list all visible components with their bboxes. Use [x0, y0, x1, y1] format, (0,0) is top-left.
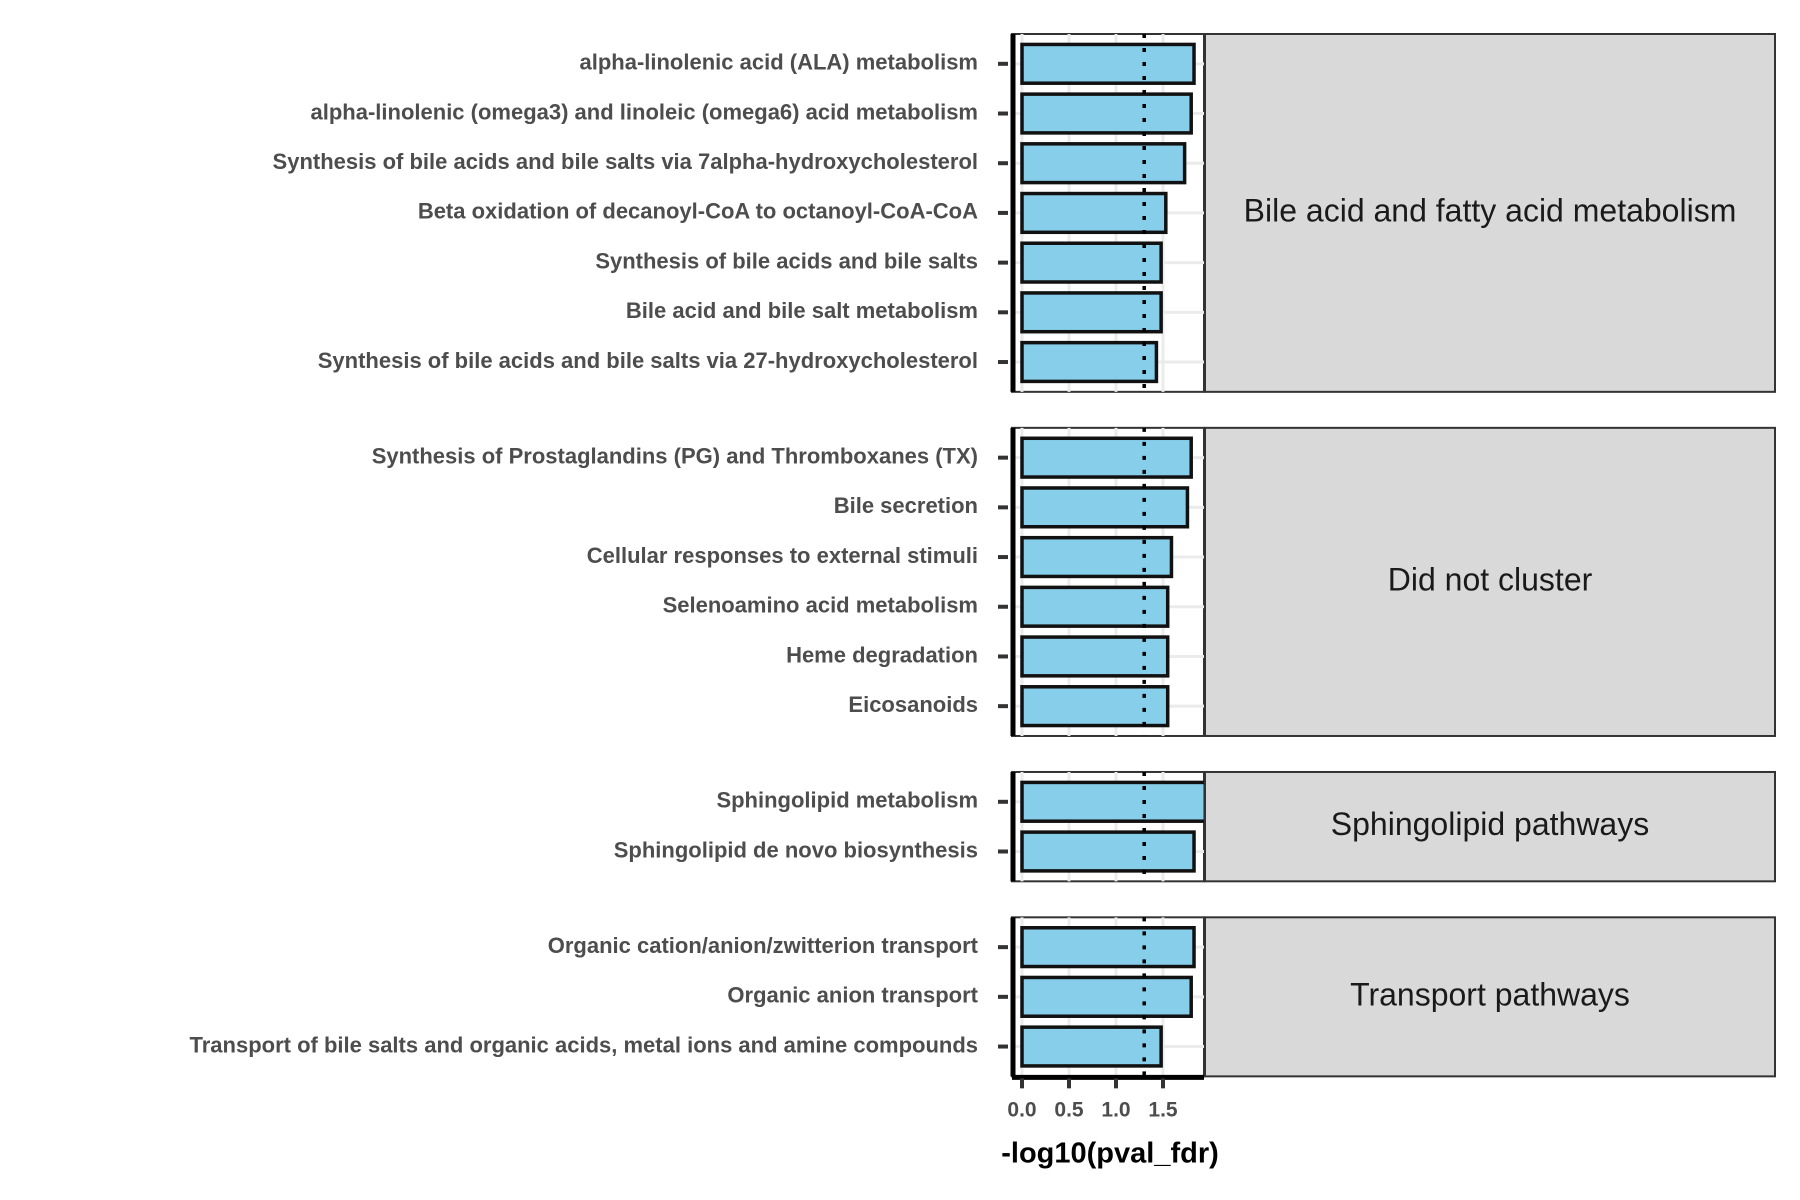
facet-panels: alpha-linolenic acid (ALA) metabolism alp…	[190, 33, 1776, 1078]
category-label: Bile acid and bile salt metabolism	[626, 298, 978, 323]
bar	[1020, 535, 1174, 579]
category-label: Synthesis of bile acids and bile salts	[595, 248, 978, 273]
bar	[1020, 585, 1170, 628]
category-label: Cellular responses to external stimuli	[587, 543, 978, 568]
bar	[1020, 1025, 1163, 1068]
facet-panel: Synthesis of Prostaglandins (PG) and Thr…	[372, 426, 1776, 737]
category-label: Organic cation/anion/zwitterion transpor…	[548, 933, 979, 958]
bar	[1020, 635, 1170, 678]
facet-strip-label: Sphingolipid pathways	[1331, 806, 1649, 842]
bar	[1020, 486, 1190, 529]
facet-strip	[1204, 33, 1776, 393]
facet-strip-label: Bile acid and fatty acid metabolism	[1244, 192, 1737, 228]
bar	[1020, 42, 1196, 85]
category-label: Beta oxidation of decanoyl-CoA to octano…	[418, 199, 978, 224]
bar	[1020, 241, 1163, 284]
category-label: alpha-linolenic (omega3) and linoleic (o…	[311, 99, 978, 124]
facet-strip-label: Did not cluster	[1388, 561, 1593, 597]
facet-panel: Organic cation/anion/zwitterion transpor…	[190, 916, 1776, 1078]
category-label: Selenoamino acid metabolism	[663, 593, 978, 618]
category-label: Synthesis of Prostaglandins (PG) and Thr…	[372, 443, 978, 468]
category-label: Transport of bile salts and organic acid…	[190, 1032, 979, 1057]
bar	[1020, 685, 1170, 728]
bar	[1020, 926, 1196, 969]
bar	[1020, 975, 1193, 1018]
bar	[1020, 830, 1196, 873]
facet-strip-label: Transport pathways	[1350, 976, 1630, 1012]
bar	[1020, 780, 1208, 823]
bar	[1020, 340, 1159, 384]
x-axis-title: -log10(pval_fdr)	[1001, 1137, 1219, 1169]
x-tick-label: 1.5	[1148, 1098, 1178, 1121]
x-tick-label: 1.0	[1101, 1098, 1130, 1121]
facet-strip	[1204, 426, 1776, 737]
category-label: Organic anion transport	[727, 983, 978, 1008]
category-label: alpha-linolenic acid (ALA) metabolism	[579, 50, 978, 75]
category-label: Bile secretion	[834, 493, 978, 518]
category-label: Sphingolipid metabolism	[716, 788, 978, 813]
bar	[1020, 436, 1193, 479]
category-label: Synthesis of bile acids and bile salts v…	[318, 348, 978, 373]
facet-panel: alpha-linolenic acid (ALA) metabolism alp…	[273, 33, 1776, 393]
category-label: Synthesis of bile acids and bile salts v…	[273, 149, 978, 174]
bar	[1020, 142, 1187, 185]
x-tick-label: 0.0	[1007, 1098, 1036, 1121]
panel-background	[1011, 426, 1205, 737]
x-axis: 0.0 0.5 1.0 1.5	[1007, 1074, 1204, 1121]
bar	[1020, 191, 1168, 235]
category-label: Eicosanoids	[848, 692, 978, 717]
facet-strip	[1204, 770, 1776, 883]
bar	[1020, 291, 1163, 334]
x-tick-label: 0.5	[1054, 1098, 1084, 1121]
facet-strip	[1204, 916, 1776, 1078]
bar	[1020, 92, 1193, 135]
category-label: Heme degradation	[786, 642, 978, 667]
category-label: Sphingolipid de novo biosynthesis	[614, 837, 978, 862]
